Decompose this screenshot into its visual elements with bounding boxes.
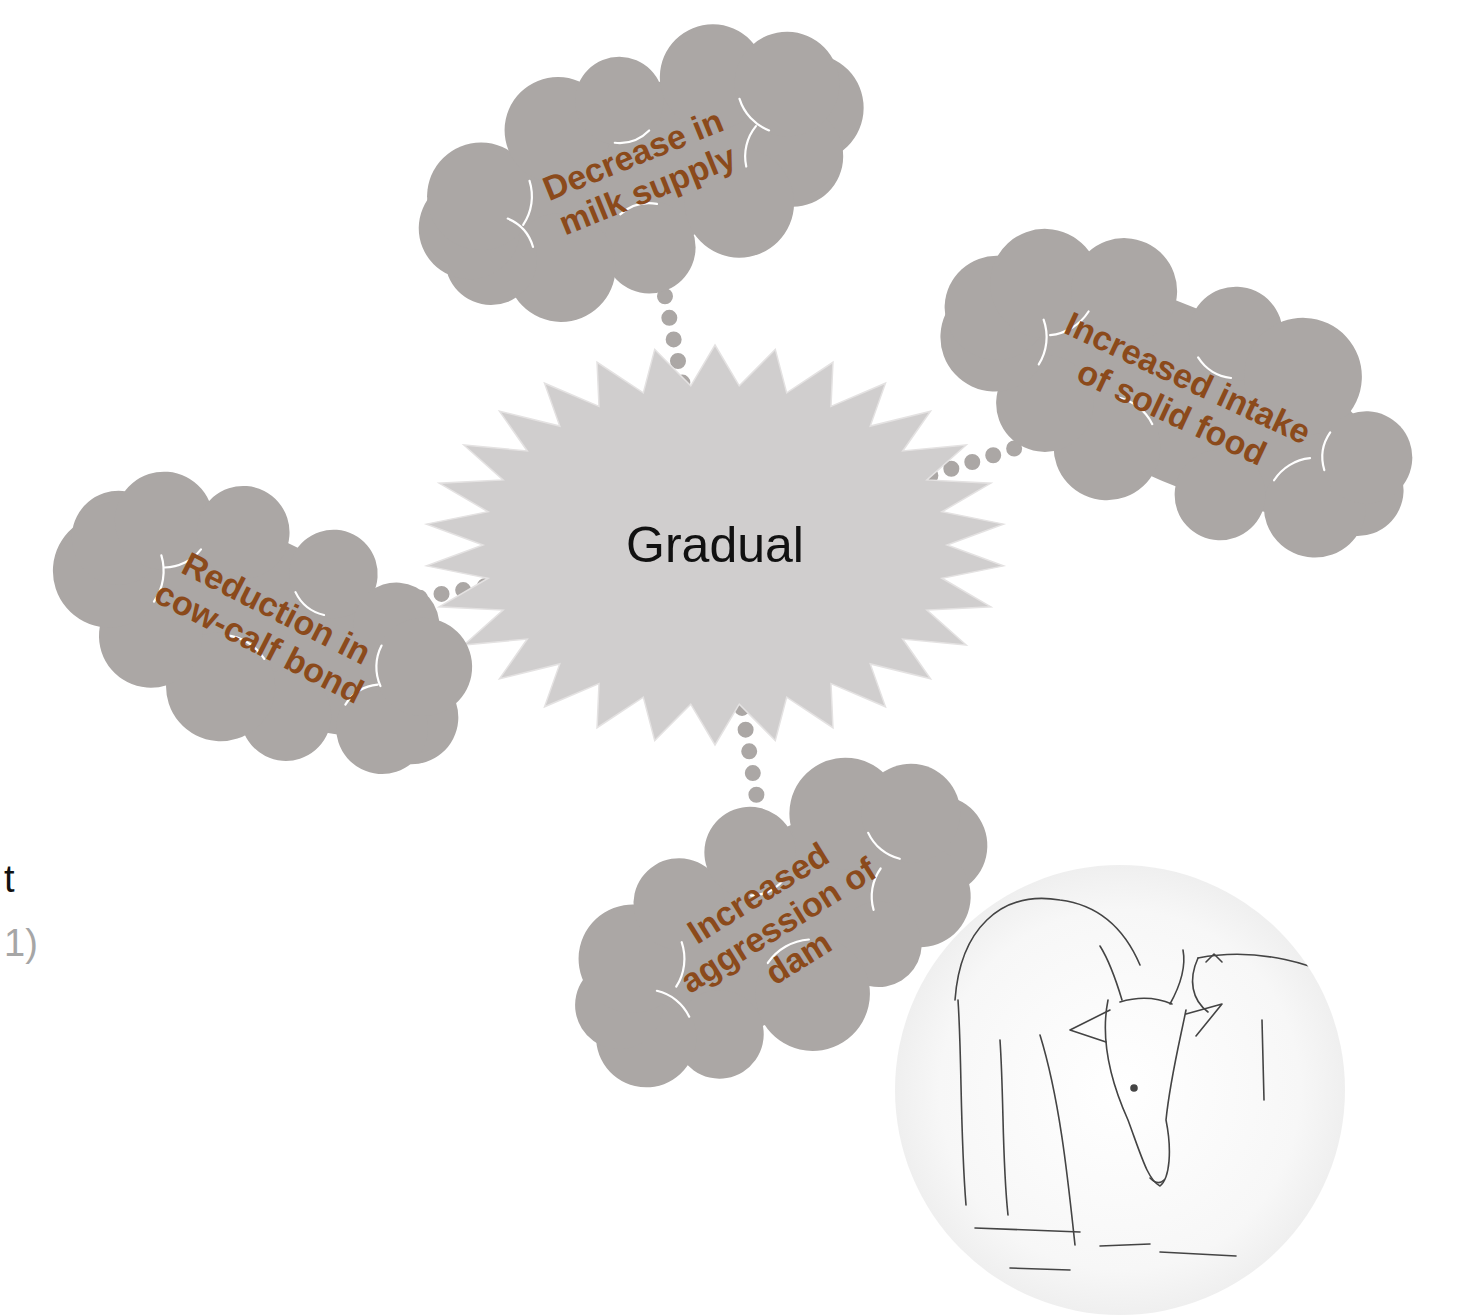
center-label: Gradual: [515, 517, 915, 573]
cloud-body: [526, 701, 1042, 1156]
illustration-disc: [895, 865, 1345, 1315]
cloud-body: [893, 172, 1457, 619]
cow-calf-sketch: [955, 898, 1386, 1270]
starburst-node: Gradual: [425, 345, 1005, 745]
starburst-outline: [427, 345, 1004, 745]
thought-cloud: Reduction in cow-calf bond: [0, 405, 539, 846]
thought-cloud: Decrease in milk supply: [363, 0, 916, 377]
slide-fragment-text: t: [4, 858, 15, 901]
cloud-body: [381, 0, 904, 370]
cloud-body: [10, 418, 515, 840]
slide-fragment-text: 1): [4, 922, 38, 965]
